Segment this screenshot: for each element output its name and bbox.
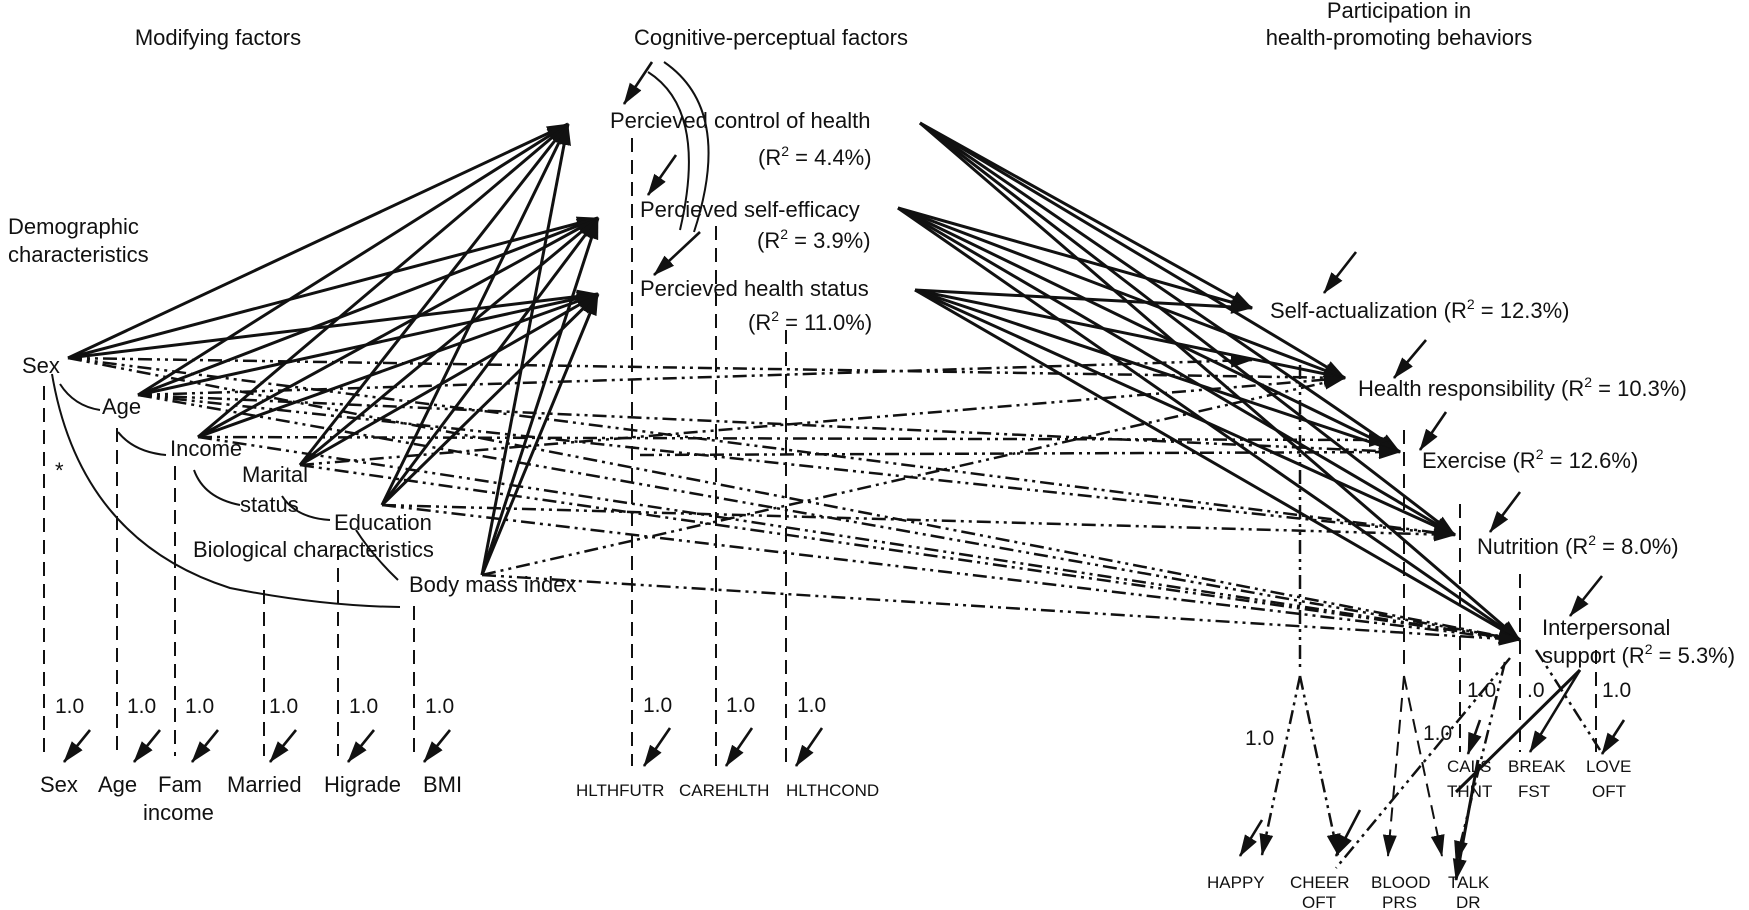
latent-age: Age	[102, 394, 141, 419]
loading-income: 1.0	[185, 695, 214, 718]
disturbance-arrows	[622, 61, 1604, 617]
r2-status-value: 11.0%	[804, 310, 865, 335]
observed-fam-income-line2: income	[143, 800, 214, 825]
observed-carehlth: CAREHLTH	[679, 781, 769, 800]
latent-exercise: Exercise (R2 = 12.6%)	[1422, 446, 1638, 473]
latent-self-actualization: Self-actualization (R2 = 12.3%)	[1270, 296, 1569, 323]
observed-cheer-line2: OFT	[1302, 893, 1336, 910]
latent-interpersonal-line1: Interpersonal	[1542, 615, 1670, 640]
observed-cals-line2: THNT	[1447, 782, 1492, 801]
observed-blood-line2: PRS	[1382, 893, 1417, 910]
latent-nutrition: Nutrition (R2 = 8.0%)	[1477, 532, 1679, 559]
group-demographic-line2: characteristics	[8, 242, 149, 267]
group-biological: Biological characteristics	[193, 537, 434, 562]
r2-perceived-control: (R2 = 4.4%)	[758, 143, 872, 170]
observed-bmi: BMI	[423, 772, 462, 797]
r2-perceived-health-status: (R2 = 11.0%)	[748, 308, 872, 335]
observed-cals-line1: CALS	[1447, 757, 1491, 776]
loading-age: 1.0	[127, 695, 156, 718]
solid-paths-cognitive-to-behaviors	[897, 121, 1521, 642]
header-cognitive-factors: Cognitive-perceptual factors	[634, 25, 908, 50]
header-participation-line2: health-promoting behaviors	[1266, 25, 1533, 50]
loading-health-responsibility: 1.0	[1423, 722, 1452, 745]
observed-fam-income-line1: Fam	[158, 772, 202, 797]
latent-interpersonal-line2: support (R2 = 5.3%)	[1542, 641, 1735, 668]
observed-love-line1: LOVE	[1586, 757, 1631, 776]
observed-love-line2: OFT	[1592, 782, 1626, 801]
r2-perceived-self-efficacy: (R2 = 3.9%)	[757, 226, 871, 253]
observed-cheer-line1: CHEER	[1290, 873, 1350, 892]
observed-hlthcond: HLTHCOND	[786, 781, 879, 800]
observed-higrade: Higrade	[324, 772, 401, 797]
latent-health-responsibility: Health responsibility (R2 = 10.3%)	[1358, 374, 1687, 401]
latent-sex: Sex	[22, 353, 60, 378]
latent-education: Education	[334, 510, 432, 535]
latent-body-mass-index: Body mass index	[409, 572, 577, 597]
observed-happy: HAPPY	[1207, 873, 1265, 892]
observed-age: Age	[98, 772, 137, 797]
header-participation-line1: Participation in	[1327, 0, 1471, 23]
loading-sex: 1.0	[55, 695, 84, 718]
loading-bmi: 1.0	[425, 695, 454, 718]
observed-talk-line1: TALK	[1448, 873, 1490, 892]
latent-perceived-health-status: Percieved health status	[640, 276, 869, 301]
observed-blood-line1: BLOOD	[1371, 873, 1431, 892]
measurement-cognitive	[631, 138, 824, 767]
observed-break-line1: BREAK	[1508, 757, 1566, 776]
solid-paths-modifying-to-cognitive	[67, 122, 600, 576]
group-demographic-line1: Demographic	[8, 214, 139, 239]
latent-marital-line2: status	[240, 492, 299, 517]
latent-perceived-control: Percieved control of health	[610, 108, 871, 133]
measurement-modifying	[43, 386, 452, 763]
latent-perceived-self-efficacy: Percieved self-efficacy	[640, 197, 860, 222]
loading-hlthcond: 1.0	[797, 694, 826, 717]
observed-break-line2: FST	[1518, 782, 1550, 801]
loading-marital: 1.0	[269, 695, 298, 718]
loading-cals-thnt: 1.0	[1467, 679, 1496, 702]
observed-hlthfutr: HLTHFUTR	[576, 781, 664, 800]
observed-married: Married	[227, 772, 302, 797]
header-modifying-factors: Modifying factors	[135, 25, 301, 50]
measurement-behaviors	[1238, 365, 1626, 881]
r2-efficacy-value: 3.9%	[813, 228, 863, 253]
covariance-asterisk: *	[55, 458, 64, 483]
r2-control-value: 4.4%	[814, 145, 864, 170]
latent-income: Income	[170, 436, 242, 461]
observed-talk-line2: DR	[1456, 893, 1481, 910]
observed-sex: Sex	[40, 772, 78, 797]
covariance-curves	[51, 61, 710, 608]
loading-love-oft: 1.0	[1602, 679, 1631, 702]
loading-carehlth: 1.0	[726, 694, 755, 717]
loading-education: 1.0	[349, 695, 378, 718]
loading-hlthfutr: 1.0	[643, 694, 672, 717]
loading-happy: 1.0	[1245, 727, 1274, 750]
loading-break-fst: .0	[1527, 679, 1545, 702]
latent-marital-line1: Marital	[242, 462, 308, 487]
dashdot-paths-modifying-to-behaviors	[67, 353, 1521, 646]
